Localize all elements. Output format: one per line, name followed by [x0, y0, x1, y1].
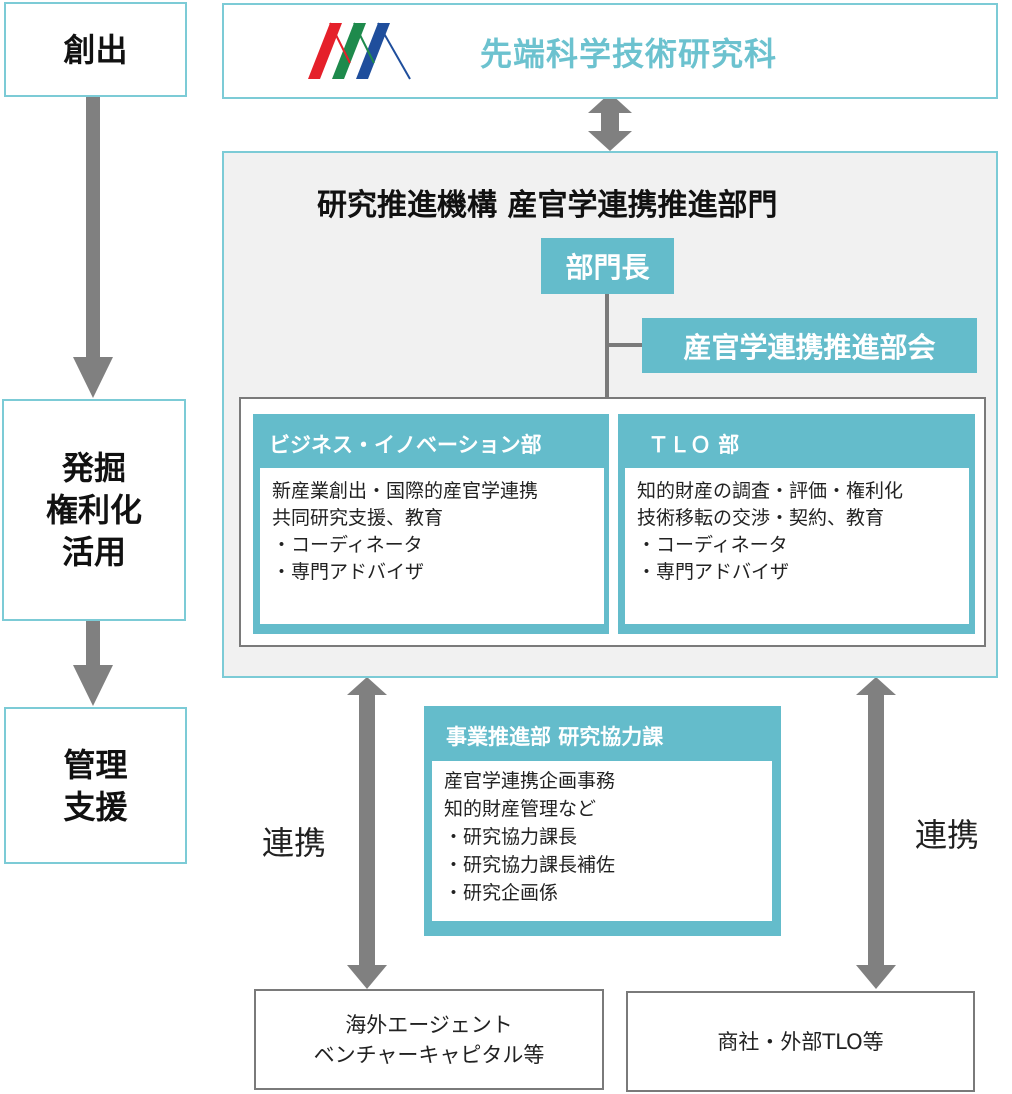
office-description: 産官学連携企画事務 知的財産管理など ・研究協力課長 ・研究協力課長補佐 ・研究…: [432, 761, 772, 921]
stage-label: 発掘: [61, 449, 126, 487]
office-line: ・研究協力課長補佐: [444, 854, 616, 876]
dept-line: ・専門アドバイザ: [637, 561, 790, 583]
dept-line: ・コーディネータ: [637, 534, 788, 556]
stage-label: 活用: [61, 533, 126, 571]
dept-line: 知的財産の調査・評価・権利化: [637, 480, 904, 502]
tlo-dept: ＴＬＯ 部 知的財産の調査・評価・権利化 技術移転の交渉・契約、教育 ・コーディ…: [618, 414, 975, 634]
connector-horizontal: [605, 343, 643, 347]
dept-line: ・専門アドバイザ: [272, 561, 425, 583]
office-line: ・研究協力課長: [444, 826, 578, 848]
dept-line: ・コーディネータ: [272, 534, 423, 556]
office-line: 知的財産管理など: [444, 798, 597, 820]
dept-line: 新産業創出・国際的産官学連携: [272, 480, 539, 502]
stage-discovery: 発掘 権利化 活用: [2, 399, 186, 621]
office-line: 産官学連携企画事務: [444, 770, 616, 792]
double-arrow-icon: [856, 677, 896, 989]
double-arrow-icon: [588, 93, 632, 151]
dept-description: 新産業創出・国際的産官学連携 共同研究支援、教育 ・コーディネータ ・専門アドバ…: [260, 468, 604, 624]
collaboration-label-right: 連携: [915, 816, 980, 854]
committee-box: 産官学連携推進部会: [642, 318, 977, 373]
page-title: 先端科学技術研究科: [480, 35, 778, 73]
dept-line: 技術移転の交渉・契約、教育: [637, 507, 885, 529]
stage-label: 権利化: [45, 491, 142, 529]
dept-title: ＴＬＯ 部: [648, 433, 740, 457]
stage-label: 創出: [63, 30, 128, 69]
committee-label: 産官学連携推進部会: [683, 330, 936, 364]
dept-line: 共同研究支援、教育: [272, 507, 444, 529]
partner-overseas-agents: 海外エージェント ベンチャーキャピタル等: [254, 989, 604, 1090]
collaboration-label-left: 連携: [262, 824, 327, 862]
department-head-box: 部門長: [541, 238, 674, 294]
partner-line: ベンチャーキャピタル等: [313, 1042, 545, 1067]
double-arrow-icon: [347, 677, 387, 989]
dept-title: ビジネス・イノベーション部: [269, 433, 542, 457]
department-head-label: 部門長: [565, 251, 650, 284]
org-title: 研究推進機構 産官学連携推進部門: [317, 188, 778, 223]
university-logo-icon: [308, 22, 411, 80]
down-arrow-icon: [73, 97, 113, 398]
partner-trading-companies: 商社・外部TLO等: [626, 991, 975, 1092]
stage-management: 管理 支援: [4, 707, 187, 864]
research-cooperation-office: 事業推進部 研究協力課 産官学連携企画事務 知的財産管理など ・研究協力課長 ・…: [424, 706, 781, 936]
office-title: 事業推進部 研究協力課: [446, 725, 664, 749]
stage-label: 支援: [63, 787, 128, 826]
partner-line: 商社・外部TLO等: [717, 1029, 884, 1054]
stage-creation: 創出: [4, 2, 187, 97]
partner-line: 海外エージェント: [345, 1012, 513, 1037]
header-box: 先端科学技術研究科: [222, 3, 998, 99]
down-arrow-icon: [73, 621, 113, 706]
office-line: ・研究企画係: [444, 882, 559, 904]
business-innovation-dept: ビジネス・イノベーション部 新産業創出・国際的産官学連携 共同研究支援、教育 ・…: [253, 414, 609, 634]
stage-label: 管理: [63, 745, 128, 784]
dept-description: 知的財産の調査・評価・権利化 技術移転の交渉・契約、教育 ・コーディネータ ・専…: [625, 468, 969, 624]
